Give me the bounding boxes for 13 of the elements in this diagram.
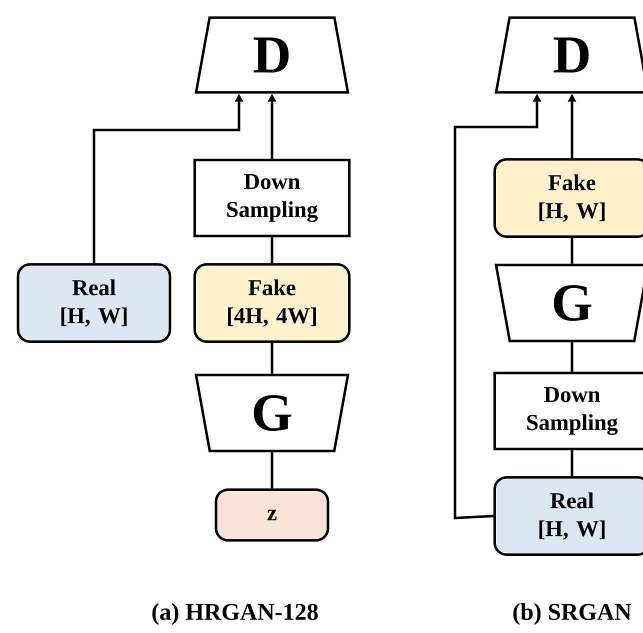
discriminator-trapezoid: D: [494, 16, 643, 94]
panel-caption: (b) SRGAN: [513, 603, 632, 625]
discriminator-trapezoid: D: [194, 16, 350, 94]
panel-caption: (a) HRGAN-128: [152, 603, 318, 625]
data-box: Real [H, W]: [493, 476, 643, 556]
data-box: Fake [H, W]: [493, 158, 643, 238]
generator-trapezoid: G: [494, 264, 643, 342]
data-box: Real [H, W]: [16, 263, 172, 343]
process-box: Down Sampling: [493, 372, 643, 450]
generator-trapezoid: G: [194, 374, 350, 452]
data-box: Fake [4H, 4W]: [193, 263, 351, 343]
data-box: z: [214, 488, 330, 542]
process-box: Down Sampling: [193, 158, 351, 238]
